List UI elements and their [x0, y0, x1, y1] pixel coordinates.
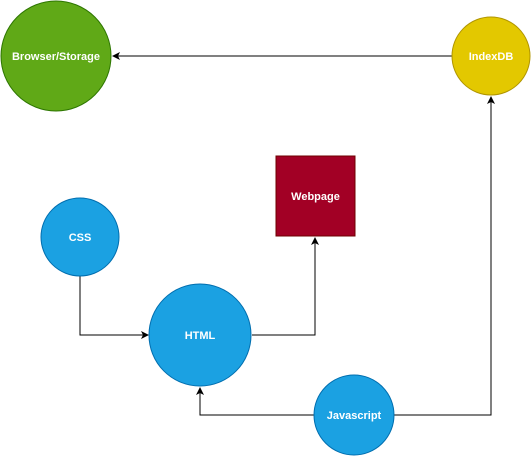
indexdb-circle	[451, 16, 531, 96]
edge-javascript-to-indexdb	[394, 96, 495, 416]
edges	[79, 52, 495, 416]
node-css[interactable]: CSS	[40, 197, 120, 277]
indexdb-label: IndexDB	[469, 51, 514, 63]
node-browser-storage[interactable]: Browser/Storage	[0, 0, 112, 112]
html-circle	[148, 283, 252, 387]
javascript-circle	[313, 374, 395, 456]
webpage-label: Webpage	[291, 191, 340, 203]
node-webpage[interactable]: Webpage	[275, 155, 356, 237]
node-javascript[interactable]: Javascript	[313, 374, 395, 456]
node-indexdb[interactable]: IndexDB	[451, 16, 531, 96]
webpage-box	[275, 155, 356, 237]
css-label: CSS	[69, 232, 92, 244]
node-html[interactable]: HTML	[148, 283, 252, 387]
edge-css-to-html	[79, 276, 149, 339]
javascript-label: Javascript	[327, 410, 382, 422]
css-circle	[40, 197, 120, 277]
edge-html-to-webpage	[252, 237, 319, 336]
browser-storage-label: Browser/Storage	[12, 51, 100, 63]
html-label: HTML	[185, 330, 216, 342]
edge-javascript-to-html	[196, 387, 314, 416]
browser-storage-circle	[0, 0, 112, 112]
